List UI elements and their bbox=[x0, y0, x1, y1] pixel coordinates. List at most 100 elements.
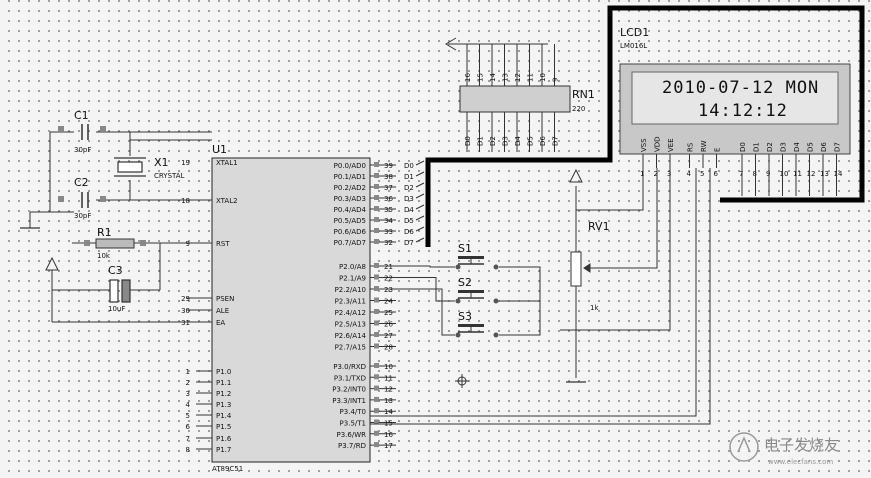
resistor-r1[interactable] bbox=[84, 238, 146, 249]
mcu-pin-name: P2.1/A9 bbox=[339, 275, 366, 283]
switch-terminal bbox=[493, 332, 499, 338]
mcu-pin-name: RST bbox=[216, 240, 230, 248]
mcu-pin-num: 7 bbox=[186, 435, 190, 443]
mcu-pin-name: P3.0/RXD bbox=[333, 363, 366, 371]
mcu-pin-num: 27 bbox=[384, 332, 393, 340]
mcu-pin-name: P3.2/INT0 bbox=[332, 386, 366, 394]
pin-marker bbox=[374, 396, 379, 402]
potentiometer-rv1[interactable] bbox=[570, 186, 610, 378]
rn1-pin-label: D4 bbox=[514, 136, 522, 146]
lcd-pin-num: 2 bbox=[654, 170, 658, 178]
mcu-pin-name: P2.0/A8 bbox=[339, 263, 366, 271]
mcu-pin-name: EA bbox=[216, 319, 225, 327]
rn1-pin-num: 15 bbox=[477, 73, 485, 82]
rn1-pin-num: 12 bbox=[514, 73, 522, 82]
mcu-pin-num: 26 bbox=[384, 321, 393, 329]
lcd-pin-num: 1 bbox=[640, 170, 644, 178]
switch-s3[interactable] bbox=[455, 324, 499, 338]
mcu-pin-num: 33 bbox=[384, 228, 393, 236]
lcd-pin-name: VSS bbox=[640, 138, 648, 152]
lcd-pin-name: D7 bbox=[834, 142, 842, 152]
lcd-pin-name: D2 bbox=[766, 142, 774, 152]
lcd-pin-num: 6 bbox=[714, 170, 719, 178]
rn1-pin-num: 13 bbox=[502, 73, 510, 82]
rn1-pin-label: D7 bbox=[552, 136, 560, 146]
mcu-pin-num: 36 bbox=[384, 195, 393, 203]
lcd-line1: 2010-07-12 MON bbox=[662, 78, 819, 98]
lcd-part: LM016L bbox=[620, 42, 647, 50]
mcu-pin-name: PSEN bbox=[216, 295, 234, 303]
switch-wire bbox=[396, 265, 455, 268]
mcu-pin-name: P2.5/A13 bbox=[335, 321, 366, 329]
mcu-pin-num: 24 bbox=[384, 298, 393, 306]
pin-marker bbox=[374, 332, 379, 337]
lcd-pin-num: 7 bbox=[739, 170, 743, 178]
rn1-pin-label: D5 bbox=[527, 136, 535, 146]
c3-ref: C3 bbox=[108, 264, 123, 277]
mcu-pin-num: 9 bbox=[186, 240, 190, 248]
resistor-network-rn1[interactable] bbox=[459, 85, 571, 113]
lcd-pin-name: D6 bbox=[820, 142, 828, 152]
mcu-pin-name: P1.0 bbox=[216, 368, 231, 376]
mcu-pin-num: 17 bbox=[384, 442, 393, 450]
mcu-pin-num: 13 bbox=[384, 397, 393, 405]
bus-entry bbox=[415, 182, 425, 188]
mcu-pin-name: P3.6/WR bbox=[337, 431, 367, 439]
bus-entry bbox=[415, 193, 425, 199]
lcd-module[interactable] bbox=[619, 63, 851, 155]
watermark: 电子发烧友 www.elecfans.com bbox=[729, 432, 839, 466]
mcu-pin-name: P0.1/AD1 bbox=[334, 173, 366, 181]
mcu-body[interactable] bbox=[211, 157, 371, 463]
mcu-pin-num: 31 bbox=[181, 319, 190, 327]
capacitor-c3[interactable] bbox=[109, 279, 131, 303]
mcu-part: AT89C51 bbox=[212, 465, 243, 473]
lcd-pin-num: 11 bbox=[793, 170, 802, 178]
lcd-pin-num: 4 bbox=[687, 170, 692, 178]
rn1-pin-num: 14 bbox=[489, 73, 497, 82]
switch-actuator bbox=[458, 256, 484, 259]
bus-entry bbox=[415, 160, 425, 166]
mcu-pin-num: 28 bbox=[384, 344, 393, 352]
rn1-pin-label: D1 bbox=[477, 136, 485, 146]
mcu-pin-num: 32 bbox=[384, 239, 393, 247]
lcd-pin-name: E bbox=[714, 148, 722, 152]
crystal-x1[interactable] bbox=[114, 157, 146, 177]
mcu-pin-name: P0.4/AD4 bbox=[334, 206, 367, 214]
lcd-pin-num: 13 bbox=[820, 170, 829, 178]
capacitor-c1[interactable] bbox=[58, 124, 106, 140]
mcu-pin-name: P0.6/AD6 bbox=[334, 228, 367, 236]
switch-s2[interactable] bbox=[455, 290, 499, 304]
switch-wire bbox=[396, 288, 455, 336]
lcd-pin-num: 5 bbox=[700, 170, 704, 178]
power-arrow-left-icon bbox=[45, 256, 59, 271]
mcu-pin-num: 25 bbox=[384, 309, 393, 317]
switch-terminal bbox=[455, 332, 461, 338]
lcd-pin-num: 14 bbox=[834, 170, 843, 178]
rv1-value: 1k bbox=[590, 304, 599, 312]
switch-s1[interactable] bbox=[455, 256, 499, 270]
mcu-pin-name: P1.5 bbox=[216, 423, 231, 431]
mcu-pin-num: 3 bbox=[186, 390, 190, 398]
rn1-power-arrow-icon bbox=[445, 37, 548, 51]
mcu-pin-num: 16 bbox=[384, 431, 393, 439]
lcd-pin-name: D4 bbox=[793, 142, 801, 152]
bus-net-label: D1 bbox=[404, 173, 414, 181]
mcu-pin-num: 23 bbox=[384, 286, 393, 294]
lcd-pins: VSS1VDD2VEE3RS4RW5E6D07D18D29D310D411D51… bbox=[640, 136, 843, 196]
lcd-pin-name: RS bbox=[687, 142, 695, 152]
lcd-pin-num: 3 bbox=[667, 170, 671, 178]
rn1-pin-num: 9 bbox=[552, 78, 560, 82]
switch-actuator bbox=[458, 290, 484, 293]
pin-marker bbox=[374, 419, 379, 425]
lcd-pin-name: VEE bbox=[667, 138, 675, 152]
mcu-pin-num: 30 bbox=[181, 307, 190, 315]
mcu-pin-num: 11 bbox=[384, 374, 393, 382]
pin-marker bbox=[374, 430, 379, 436]
capacitor-c2[interactable] bbox=[58, 192, 106, 208]
lcd-pin-name: VDD bbox=[654, 136, 662, 152]
rn1-pin-num: 11 bbox=[527, 73, 535, 82]
